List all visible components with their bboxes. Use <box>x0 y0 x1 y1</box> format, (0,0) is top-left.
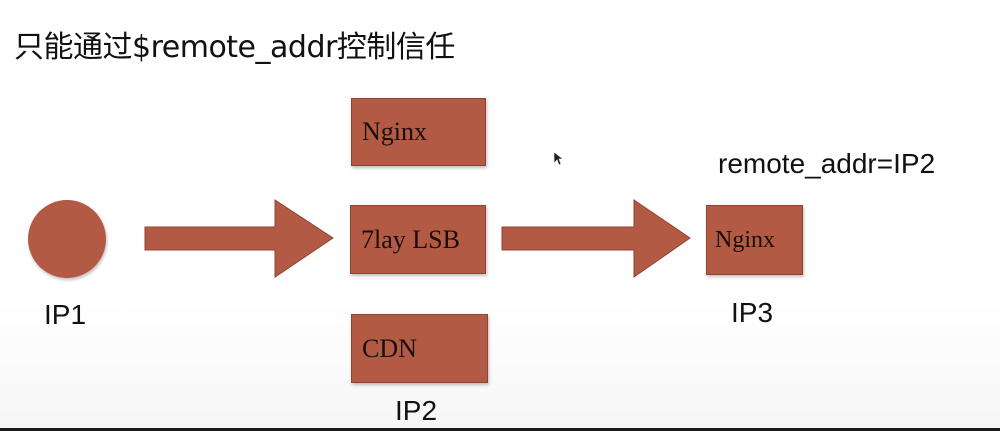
arrow-proxy-to-server <box>501 199 691 278</box>
bottom-divider <box>0 428 1000 431</box>
box-nginx-server: Nginx <box>706 205 803 275</box>
box-cdn-label: CDN <box>362 333 417 363</box>
box-nginx-proxy: Nginx <box>351 98 486 166</box>
mouse-cursor-icon <box>554 152 564 166</box>
label-ip2: IP2 <box>395 395 438 426</box>
box-7lay-lsb-label: 7lay LSB <box>361 224 460 254</box>
client-circle <box>28 200 106 278</box>
arrow-client-to-proxy <box>144 199 334 278</box>
box-nginx-server-label: Nginx <box>715 226 775 253</box>
box-7lay-lsb: 7lay LSB <box>350 205 486 274</box>
remote-addr-label: remote_addr=IP2 <box>718 148 936 179</box>
box-nginx-proxy-label: Nginx <box>362 117 427 146</box>
label-ip1: IP1 <box>44 299 87 330</box>
label-ip3: IP3 <box>731 297 774 328</box>
slide-title: 只能通过$remote_addr控制信任 <box>14 30 455 65</box>
box-cdn: CDN <box>351 314 488 383</box>
